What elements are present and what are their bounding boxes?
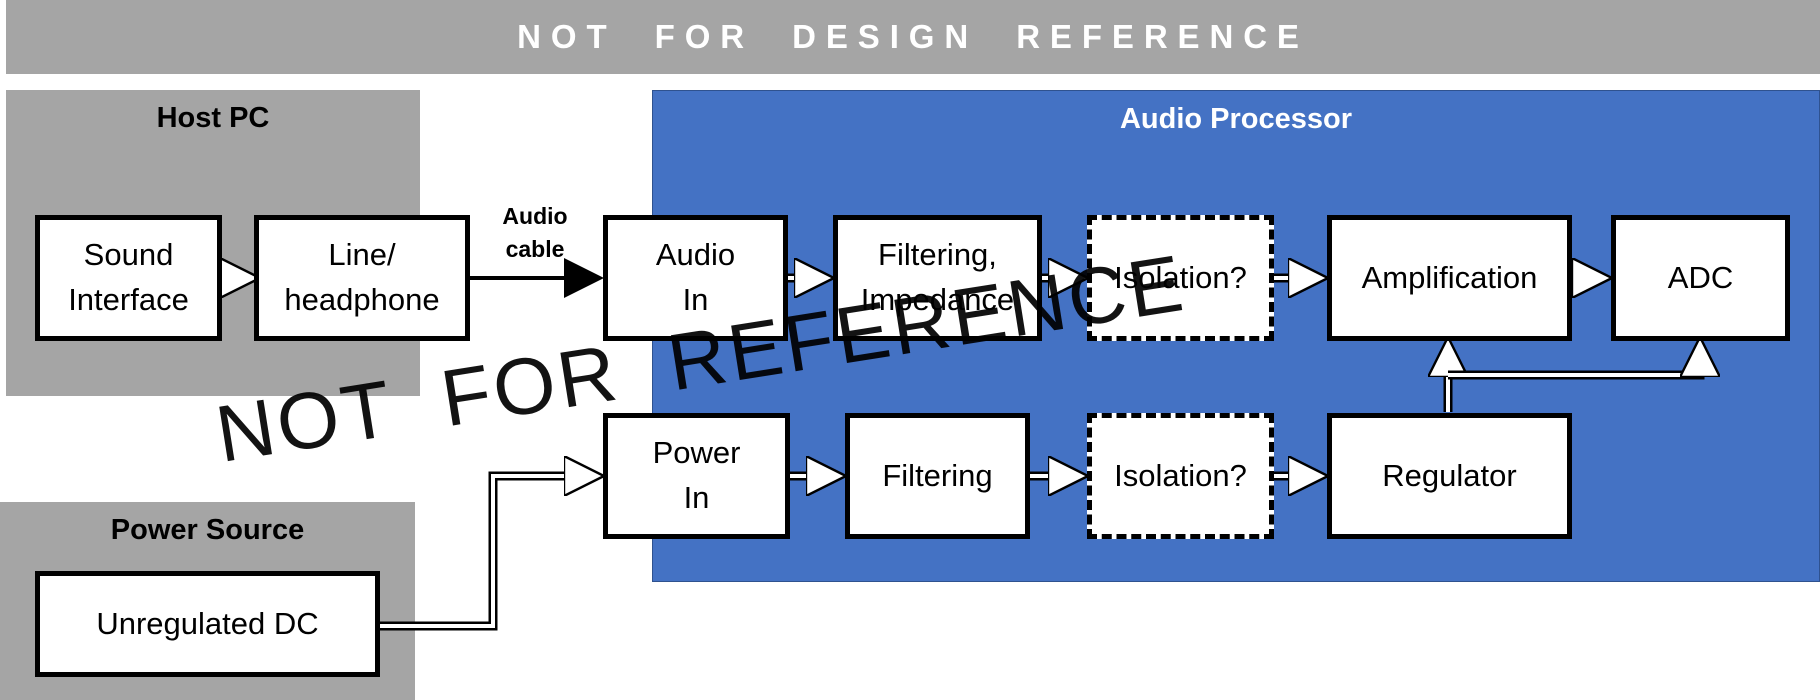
power-source-title: Power Source — [110, 514, 305, 546]
isolation-power-block: Isolation? — [1087, 413, 1274, 539]
unregulated-dc-block: Unregulated DC — [35, 571, 380, 677]
power-in-block: Power In — [603, 413, 790, 539]
audio-cable-label: Audio cable — [502, 203, 568, 263]
adc-block: ADC — [1611, 215, 1790, 341]
audio-processor-title: Audio Processor — [1119, 103, 1353, 135]
not-for-design-reference-banner: NOT FOR DESIGN REFERENCE — [6, 0, 1820, 74]
host-pc-title: Host PC — [156, 102, 270, 134]
arrow-regulator-to-adc — [1448, 345, 1700, 380]
audio-in-block: Audio In — [603, 215, 788, 341]
line-headphone-block: Line/ headphone — [254, 215, 470, 341]
amplification-block: Amplification — [1327, 215, 1572, 341]
sound-interface-block: Sound Interface — [35, 215, 222, 341]
arrow-unregulated-to-powerin — [380, 476, 596, 631]
filtering-power-block: Filtering — [845, 413, 1030, 539]
isolation-audio-block: Isolation? — [1087, 215, 1274, 341]
filtering-impedance-block: Filtering, Impedance — [833, 215, 1042, 341]
regulator-block: Regulator — [1327, 413, 1572, 539]
